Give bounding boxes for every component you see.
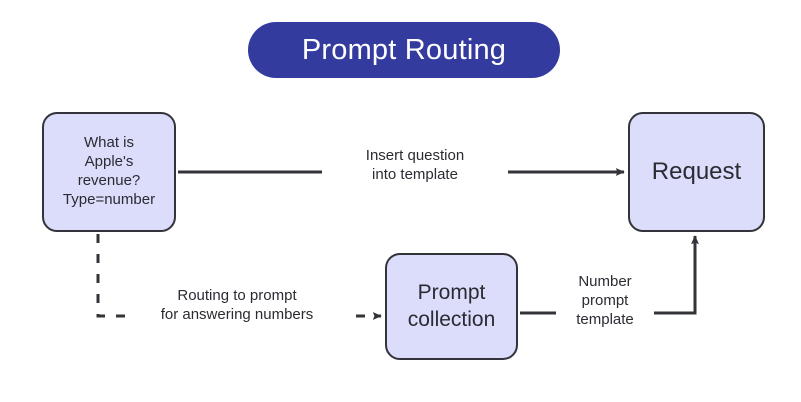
node-question[interactable]: What is Apple's revenue? Type=number	[42, 112, 176, 232]
node-question-label: What is Apple's revenue? Type=number	[62, 134, 156, 208]
edge-label-number-prompt-template: Number prompt template	[556, 272, 654, 330]
node-prompt-collection-label: Prompt collection	[407, 281, 496, 331]
node-request-label: Request	[651, 157, 742, 185]
diagram-title: Prompt Routing	[301, 33, 507, 66]
edge-label-routing-to-prompt: Routing to prompt for answering numbers	[128, 286, 346, 325]
edge-routing-to-prompt-line	[96, 234, 382, 320]
diagram-title-pill: Prompt Routing	[248, 22, 560, 78]
node-request[interactable]: Request	[628, 112, 765, 232]
node-prompt-collection[interactable]: Prompt collection	[385, 253, 518, 360]
edge-label-insert-question: Insert question into template	[322, 146, 508, 185]
